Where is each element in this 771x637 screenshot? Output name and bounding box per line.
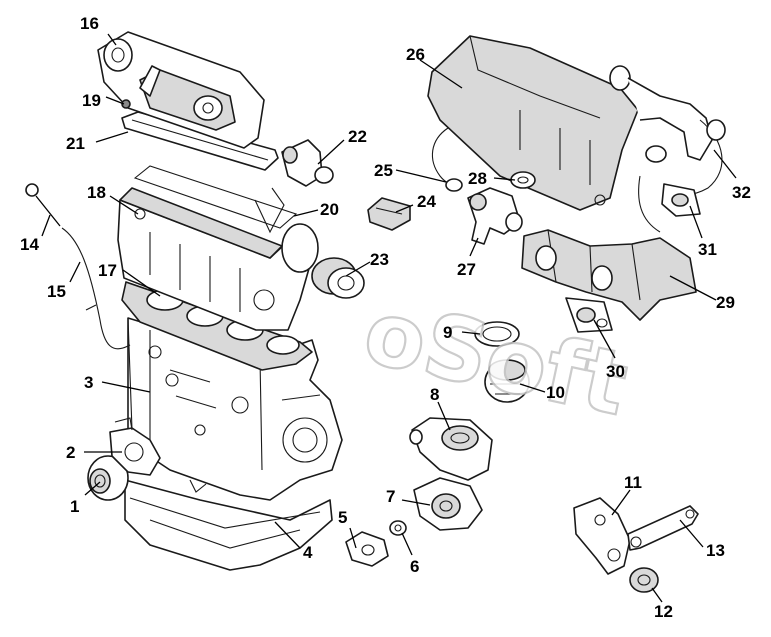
- coolant-housing-7: [413, 477, 483, 531]
- sensor-6: [389, 520, 407, 536]
- callout-6: 6: [410, 557, 419, 576]
- thermostat-housing-22: [281, 139, 334, 187]
- mount-bushing-12: [629, 567, 659, 593]
- coolant-outlet-8: [409, 417, 493, 481]
- callout-26: 26: [406, 45, 425, 64]
- callout-8: 8: [430, 385, 439, 404]
- oil-filter-housing: [109, 417, 161, 476]
- callout-10: 10: [546, 383, 565, 402]
- callout-12: 12: [654, 602, 673, 621]
- callout-4: 4: [303, 543, 313, 562]
- callout-25: 25: [374, 161, 393, 180]
- leader-lines: [41, 33, 737, 603]
- callout-31: 31: [698, 240, 717, 259]
- exhaust-gasket: [565, 297, 613, 333]
- fitting-5: [345, 531, 389, 567]
- callout-14: 14: [20, 235, 39, 254]
- dipstick: [25, 183, 61, 227]
- cylinder-head: [117, 187, 313, 331]
- water-pump-27: [467, 187, 523, 245]
- callout-3: 3: [84, 373, 93, 392]
- callout-24: 24: [417, 192, 436, 211]
- exhaust-manifold: [521, 229, 697, 321]
- callout-29: 29: [716, 293, 735, 312]
- callout-7: 7: [386, 487, 395, 506]
- callout-1: 1: [70, 497, 79, 516]
- engine-mount-bracket-11: [573, 497, 631, 575]
- callout-23: 23: [370, 250, 389, 269]
- mount-link-13: [627, 505, 699, 551]
- callout-27: 27: [457, 260, 476, 279]
- intake-manifold: [427, 35, 713, 211]
- callout-11: 11: [624, 473, 642, 492]
- gasket-31: [661, 183, 701, 217]
- callout-18: 18: [87, 183, 106, 202]
- bracket-24: [367, 197, 411, 231]
- callout-30: 30: [606, 362, 625, 381]
- thermostat-10: [484, 359, 530, 403]
- callout-28: 28: [468, 169, 487, 188]
- oil-filter: [87, 455, 129, 501]
- callout-16: 16: [80, 14, 99, 33]
- callout-13: 13: [706, 541, 725, 560]
- intake-gasket: [510, 171, 536, 189]
- watermark: oSoft: [356, 280, 636, 436]
- valve-cover-gasket: [121, 111, 279, 171]
- oil-sump: [124, 479, 333, 571]
- callout-9: 9: [443, 323, 452, 342]
- callout-20: 20: [320, 200, 339, 219]
- callout-2: 2: [66, 443, 75, 462]
- callout-21: 21: [66, 134, 85, 153]
- callout-labels: 1 2 3 4 5 6 7 8 9 10 11 12 13 14 15 16 1…: [20, 14, 751, 621]
- dipstick-tube: [61, 227, 131, 350]
- hose: [431, 127, 463, 192]
- callout-32: 32: [732, 183, 751, 202]
- callout-5: 5: [338, 508, 347, 527]
- callout-22: 22: [348, 127, 367, 146]
- cylinder-head-cover: [97, 31, 265, 149]
- head-cover-gasket: [133, 165, 298, 234]
- callout-17: 17: [98, 261, 117, 280]
- seal-19: [121, 99, 131, 109]
- callout-15: 15: [47, 282, 66, 301]
- callout-19: 19: [82, 91, 101, 110]
- timing-pulley: [281, 223, 365, 299]
